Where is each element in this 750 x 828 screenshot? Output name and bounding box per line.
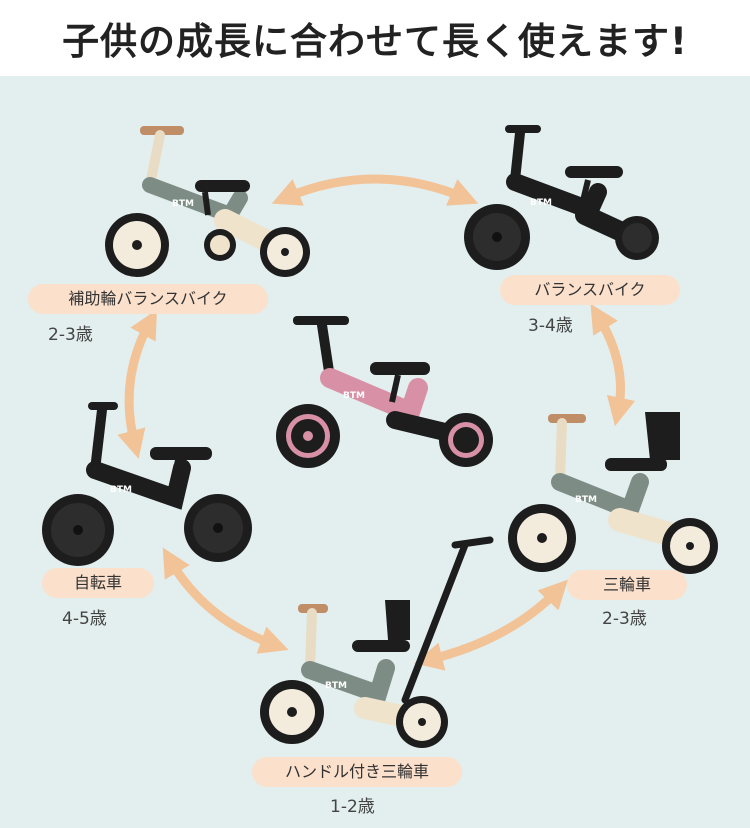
arrow-top (271, 174, 479, 206)
mode-label-push-handle-tricycle: ハンドル付き三輪車 (252, 757, 462, 787)
arrow-bottom-left (162, 547, 289, 654)
brand-logo: BTM (110, 485, 132, 495)
bicycle-icon: BTM (42, 402, 252, 566)
balance-bike-icon: BTM (464, 125, 659, 270)
brand-logo: BTM (343, 391, 365, 401)
brand-logo: BTM (325, 681, 347, 691)
headline: 子供の成長に合わせて長く使えます! (62, 20, 688, 63)
mode-age-bicycle: 4-5歳 (62, 609, 107, 629)
arrow-left (117, 309, 157, 459)
mode-age-balance-bike: 3-4歳 (528, 316, 573, 336)
pink-bike-icon: BTM (276, 316, 493, 468)
mode-label-balance-bike: バランスバイク (500, 275, 680, 305)
tricycle-with-backrest-icon: BTM (508, 412, 718, 574)
mode-label-bicycle: 自転車 (42, 568, 154, 598)
push-handle-tricycle-icon: BTM (260, 536, 494, 748)
header: 子供の成長に合わせて長く使えます! (0, 0, 750, 76)
mode-age-tricycle: 2-3歳 (602, 609, 647, 629)
training-wheel-balance-bike-icon: BTM (105, 126, 310, 277)
mode-label-tricycle: 三輪車 (567, 570, 687, 600)
arrow-right (590, 303, 636, 427)
brand-logo: BTM (575, 495, 597, 505)
brand-logo: BTM (530, 198, 552, 208)
brand-logo: BTM (172, 199, 194, 209)
mode-label-training-wheel-balance-bike: 補助輪バランスバイク (28, 284, 268, 314)
arrow-bottom-right (414, 579, 568, 671)
mode-age-push-handle-tricycle: 1-2歳 (330, 797, 375, 817)
mode-age-training-wheel-balance-bike: 2-3歳 (48, 325, 93, 345)
